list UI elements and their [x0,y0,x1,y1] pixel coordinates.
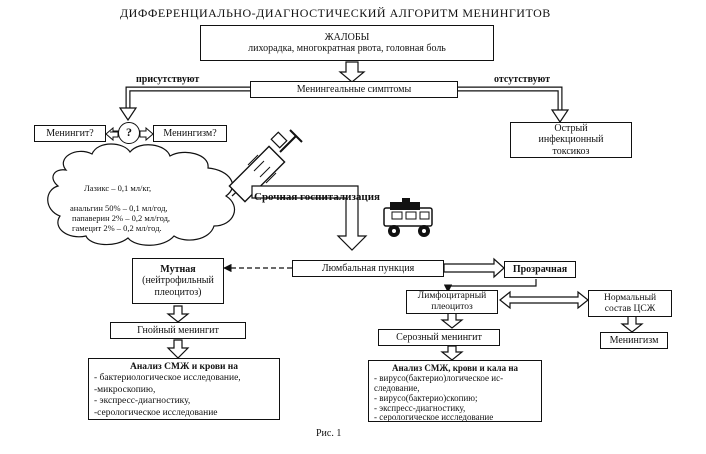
arrow-lymph-normal [499,290,589,310]
arrow-serous-analysis [440,345,464,361]
clear-csf-box: Прозрачная [504,261,576,278]
analysis-left-item: - бактериологическое исследование, [94,373,241,384]
meningeal-symptoms-box: Менингеальные симптомы [250,81,458,98]
meningitis-question-label: Менингит? [46,127,94,139]
label-absent: отсутствуют [494,74,551,85]
cloud-line-3: папаверин 2% – 0,2 мл/год, [72,213,171,223]
lymphocytic-pleocytosis-label: Лимфоцитарный плеоцитоз [417,291,487,312]
lumbar-puncture-label: Люмбальная пункция [321,262,415,274]
arrow-complaints-meningeal [338,61,366,83]
arrow-purulent-analysis [166,339,190,359]
arrow-cloudy-purulent [166,305,190,323]
analysis-left-heading: Анализ СМЖ и крови на [129,362,239,372]
purulent-meningitis-box: Гнойный менингит [110,322,246,339]
ambulance-icon [383,198,433,237]
analysis-left-item: - экспресс-диагностику, [94,396,191,407]
normal-csf-label: Нормальный состав ЦСЖ [603,292,657,314]
arrow-normal-meningism [620,315,644,333]
complaints-box: ЖАЛОБЫ лихорадка, многократная рвота, го… [200,25,494,61]
arrow-hospitalization [251,185,368,251]
syringe-icon [228,129,303,203]
treatment-cloud [47,143,236,246]
purulent-meningitis-label: Гнойный менингит [137,324,219,336]
meningism-question-label: Менингизм? [163,127,217,139]
normal-csf-box: Нормальный состав ЦСЖ [588,290,672,317]
clear-csf-label: Прозрачная [512,263,568,275]
analysis-left-box: Анализ СМЖ и крови на - бактериологическ… [88,358,280,420]
analysis-right-item: - серологическое исследование [374,412,494,423]
cloudy-csf-heading: Мутная [160,263,196,275]
analysis-right-heading: Анализ СМЖ, крови и кала на [391,363,519,373]
cloud-line-4: гамецит 2% – 0,2 мл/год. [72,223,162,233]
question-mark: ? [126,125,132,140]
arrow-q-right [139,126,154,142]
cloud-line-2: анальгин 50% – 0,1 мл/год, [70,203,168,213]
label-present: присутствуют [136,74,200,85]
serous-meningitis-label: Серозный менингит [396,331,482,343]
lumbar-puncture-box: Люмбальная пункция [292,260,444,277]
complaints-heading: ЖАЛОБЫ [324,31,370,43]
complaints-text: лихорадка, многократная рвота, головная … [248,43,446,54]
meningism-label: Менингизм [609,334,659,346]
cloudy-csf-text: (нейтрофильный плеоцитоз) [142,275,214,298]
hospitalization-label: Срочная госпитализация [254,191,380,203]
question-circle: ? [118,122,140,144]
arrow-to-absent [458,86,563,112]
lymphocytic-pleocytosis-box: Лимфоцитарный плеоцитоз [406,290,498,314]
analysis-left-item: -микроскопию, [94,384,156,395]
arrow-q-left [105,126,119,142]
arrow-to-present [125,86,250,110]
analysis-right-item: следование, [374,382,420,393]
arrow-to-clear [443,257,505,279]
analysis-right-item: - экспресс-диагностику, [374,402,466,413]
meningism-question-box: Менингизм? [153,125,227,142]
arrow-clear-lymph [443,279,537,293]
serous-meningitis-box: Серозный менингит [378,329,500,346]
meningism-box: Менингизм [600,332,668,349]
toxicosis-box: Острый инфекционный токсикоз [510,122,632,158]
analysis-right-item: - вирусо(бактерио)скопию; [374,392,478,403]
analysis-left-item: -серологическое исследование [94,407,218,418]
toxicosis-label: Острый инфекционный токсикоз [538,122,604,157]
page-title: ДИФФЕРЕНЦИАЛЬНО-ДИАГНОСТИЧЕСКИЙ АЛГОРИТМ… [120,6,551,20]
cloudy-csf-box: Мутная (нейтрофильный плеоцитоз) [132,258,224,304]
cloud-line-1: Лазикс – 0,1 мл/кг, [84,183,152,193]
analysis-right-item: - вирусо(бактерио)логическое ис- [374,372,504,383]
arrow-lymph-serous [440,311,464,329]
meningeal-symptoms-label: Менингеальные симптомы [296,83,412,95]
figure-caption: Рис. 1 [316,428,342,439]
meningitis-question-box: Менингит? [34,125,106,142]
analysis-right-box: Анализ СМЖ, крови и кала на - вирусо(бак… [368,360,542,422]
